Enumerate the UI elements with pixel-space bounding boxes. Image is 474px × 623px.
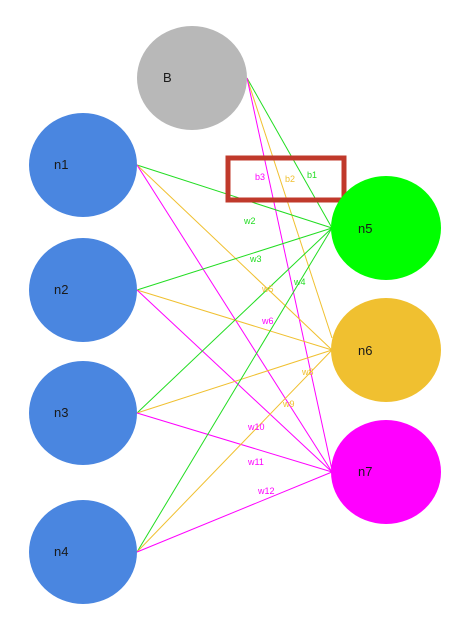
node-n7-label: n7 bbox=[358, 464, 372, 479]
edge-B-n7 bbox=[246, 77, 333, 471]
edge-label-b2: b2 bbox=[285, 174, 295, 184]
edge-label-w11: w11 bbox=[247, 457, 264, 467]
edge-n2-n5 bbox=[136, 227, 333, 291]
edge-labels: b3 b2 b1 w2 w3 w4 w5 w6 w8 w9 w10 w11 w1… bbox=[243, 170, 317, 496]
edge-label-w5: w5 bbox=[261, 284, 274, 294]
edge-label-b3: b3 bbox=[255, 172, 265, 182]
node-n4-label: n4 bbox=[54, 544, 68, 559]
edge-n3-n7 bbox=[136, 412, 333, 473]
node-n2: n2 bbox=[29, 238, 137, 342]
node-n5: n5 bbox=[331, 176, 441, 280]
edge-n3-n6 bbox=[136, 349, 333, 414]
node-n6-circle bbox=[331, 298, 441, 402]
node-n2-circle bbox=[29, 238, 137, 342]
node-n4-circle bbox=[29, 500, 137, 604]
edge-n1-n7 bbox=[136, 164, 333, 473]
node-n1-circle bbox=[29, 113, 137, 217]
node-bias: B bbox=[137, 26, 247, 130]
node-bias-circle bbox=[137, 26, 247, 130]
node-bias-label: B bbox=[163, 70, 172, 85]
highlight-box bbox=[225, 155, 347, 203]
node-n7: n7 bbox=[331, 420, 441, 524]
node-n6-label: n6 bbox=[358, 343, 372, 358]
node-n5-label: n5 bbox=[358, 221, 372, 236]
node-n3-circle bbox=[29, 361, 137, 465]
edge-n4-n6 bbox=[136, 349, 333, 553]
edge-label-w2: w2 bbox=[243, 216, 256, 226]
node-n7-circle bbox=[331, 420, 441, 524]
edge-n1-n5 bbox=[136, 164, 333, 229]
node-n4: n4 bbox=[29, 500, 137, 604]
edge-n3-n5 bbox=[136, 227, 333, 414]
node-n6: n6 bbox=[331, 298, 441, 402]
edge-n1-n6 bbox=[136, 164, 333, 351]
node-n1-label: n1 bbox=[54, 157, 68, 172]
node-n3: n3 bbox=[29, 361, 137, 465]
node-n1: n1 bbox=[29, 113, 137, 217]
node-n2-label: n2 bbox=[54, 282, 68, 297]
edge-B-n5 bbox=[246, 77, 333, 229]
edge-n4-n5 bbox=[136, 227, 333, 553]
edge-label-w10: w10 bbox=[247, 422, 265, 432]
edge-label-w6: w6 bbox=[261, 316, 274, 326]
edge-label-w8: w8 bbox=[301, 367, 314, 377]
node-n5-circle bbox=[331, 176, 441, 280]
edge-label-w9: w9 bbox=[282, 399, 295, 409]
nodes-layer: B n1 n2 n3 n4 n5 n6 n7 bbox=[29, 26, 441, 604]
edge-label-w3: w3 bbox=[249, 254, 262, 264]
edge-n4-n7 bbox=[136, 471, 333, 553]
node-n3-label: n3 bbox=[54, 405, 68, 420]
edge-label-w12: w12 bbox=[257, 486, 275, 496]
edge-B-n6 bbox=[246, 77, 333, 339]
edge-label-w4: w4 bbox=[293, 277, 306, 287]
edge-label-b1: b1 bbox=[307, 170, 317, 180]
edges-layer bbox=[136, 77, 333, 553]
